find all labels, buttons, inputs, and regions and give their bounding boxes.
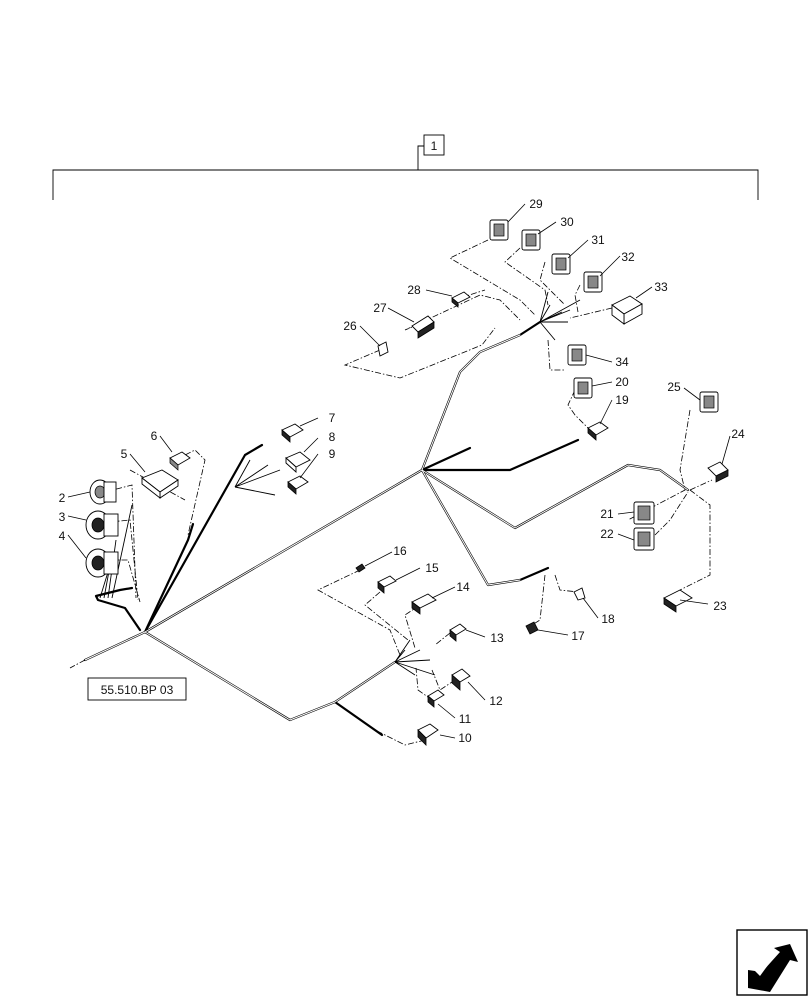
connector-27 [411,315,435,339]
callout-28: 28 [407,283,421,297]
connector-10 [417,723,439,746]
callout-15: 15 [425,561,439,575]
callout-13: 13 [490,631,504,645]
callout-14: 14 [456,580,470,594]
callout-7: 7 [329,411,336,425]
connector-20 [573,377,593,399]
components [85,219,729,746]
next-page-arrow-icon[interactable] [736,929,808,996]
reference-label: 55.510.BP 03 [101,683,174,697]
callout-2: 2 [59,491,66,505]
connector-25 [699,391,719,413]
callout-22: 22 [600,527,614,541]
connector-19 [587,421,609,441]
connector-6 [169,451,191,471]
connector-12 [451,668,471,691]
connector-23 [663,589,693,613]
connector-11 [427,689,445,708]
connector-18 [573,587,586,601]
assembly-item-label: 1 [431,139,438,153]
connector-30 [521,229,541,251]
connector-5 [141,469,179,499]
callout-23: 23 [713,599,727,613]
connector-13 [449,623,467,642]
connector-7 [281,423,304,443]
connector-28 [451,291,471,308]
callout-12: 12 [489,694,503,708]
connector-9 [287,475,309,495]
callout-20: 20 [615,375,629,389]
callout-19: 19 [615,393,629,407]
callout-31: 31 [591,233,605,247]
callout-labels: 2 3 4 5 6 7 8 9 10 11 12 13 14 15 16 17 … [59,197,745,745]
connector-8 [285,451,311,474]
callout-16: 16 [393,544,407,558]
connector-15 [377,575,397,594]
callout-24: 24 [731,427,745,441]
callout-32: 32 [621,250,635,264]
callout-4: 4 [59,529,66,543]
callout-18: 18 [601,612,615,626]
callout-10: 10 [458,731,472,745]
round-connector-3 [85,510,119,540]
callout-6: 6 [151,429,158,443]
callout-8: 8 [329,430,336,444]
connector-24 [707,461,729,483]
leader-lines [67,203,731,739]
reference-box: 55.510.BP 03 [87,677,187,701]
connector-14 [411,593,437,615]
connector-16 [355,563,366,573]
callout-5: 5 [121,447,128,461]
harness-trunk [83,320,690,737]
round-connector-4 [85,548,119,578]
callout-11: 11 [459,712,472,726]
connector-17 [525,621,539,635]
callout-29: 29 [529,197,543,211]
callout-21: 21 [600,507,614,521]
connector-26 [377,341,389,357]
callout-26: 26 [343,319,357,333]
callout-3: 3 [59,510,66,524]
connector-22 [633,527,655,551]
connector-21 [633,501,655,525]
connector-29 [489,219,509,241]
connector-31 [551,253,571,275]
connector-32 [583,271,603,293]
callout-9: 9 [329,447,336,461]
connector-34 [567,344,587,366]
assembly-bracket: 1 [52,134,759,200]
callout-17: 17 [571,629,585,643]
callout-33: 33 [654,280,668,294]
callout-30: 30 [560,215,574,229]
wire-breakouts [99,291,581,676]
callout-27: 27 [373,301,387,315]
round-connector-2 [89,479,117,505]
connector-33 [611,295,643,325]
callout-25: 25 [667,380,681,394]
callout-34: 34 [615,355,629,369]
